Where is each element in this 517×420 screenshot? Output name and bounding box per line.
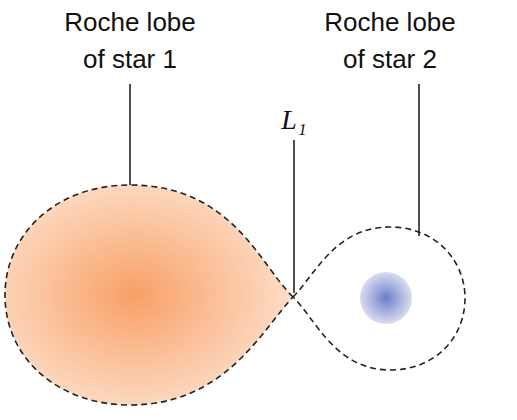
leader-line bbox=[418, 84, 420, 236]
lobe-star-2 bbox=[293, 227, 465, 370]
point-label: L₁ bbox=[264, 104, 324, 136]
leader-line bbox=[129, 84, 131, 185]
leader-line bbox=[293, 140, 295, 293]
lobe-star-1 bbox=[5, 185, 293, 405]
star-2 bbox=[360, 272, 412, 324]
lobe-label: Roche lobe of star 2 bbox=[315, 4, 465, 78]
lobe-label: Roche lobe of star 1 bbox=[55, 4, 205, 78]
